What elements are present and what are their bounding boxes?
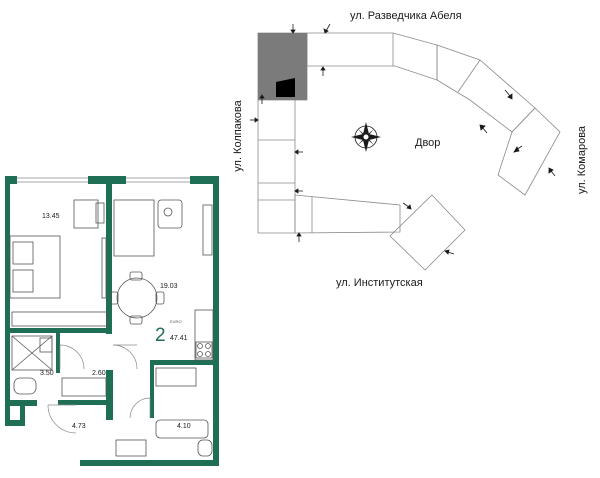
tv-stand [202, 204, 213, 256]
highlighted-unit [276, 78, 295, 97]
toilet [13, 377, 37, 395]
interior-walls [10, 184, 213, 420]
building-southeast-block [389, 194, 466, 271]
room-area-hall-small: 2.60 [92, 370, 106, 377]
building-northeast-wing [436, 44, 536, 133]
building-south-wing [294, 194, 401, 234]
bathtub [155, 419, 209, 439]
bed [9, 235, 61, 299]
yard-label: Двор [415, 137, 440, 149]
kitchen-counter [194, 309, 214, 361]
entrance-arrow-icon [259, 94, 265, 104]
entrance-arrow-icon [290, 24, 296, 34]
entrance-arrow-icon [320, 66, 326, 76]
room-area-hall: 4.73 [72, 423, 86, 430]
shower [11, 335, 53, 371]
building-north-wing [306, 32, 438, 81]
entrance-arrow-icon [504, 89, 513, 100]
stove [195, 341, 213, 359]
euro-label: EURO [170, 319, 182, 324]
entrance-arrow-icon [513, 145, 523, 153]
street-south-label: ул. Институтская [336, 277, 423, 289]
room-area-bedroom: 13.45 [42, 213, 60, 220]
entrance-arrow-icon [294, 188, 303, 194]
room-area-bathroom: 3.50 [40, 370, 54, 377]
room-labels: 13.45 19.03 3.50 2.60 4.73 4.10 [40, 213, 191, 430]
wardrobe [11, 311, 108, 327]
entrance-arrows [250, 23, 556, 255]
floor-plan: 13.45 19.03 3.50 2.60 4.73 4.10 EURO 2 4… [5, 176, 219, 466]
street-north-label: ул. Разведчика Абеля [350, 10, 462, 22]
entrance-arrow-icon [294, 149, 303, 155]
furniture [9, 199, 214, 457]
entrance-arrow-icon [444, 249, 455, 255]
entrance-arrow-icon [250, 117, 259, 123]
entrance-arrow-icon [479, 124, 488, 134]
sofa [113, 199, 155, 257]
entrance-arrow-icon [323, 23, 331, 34]
entrance-arrow-icon [296, 232, 302, 242]
street-east-label: ул. Комарова [576, 125, 588, 194]
dining-table [116, 277, 158, 319]
doors [47, 344, 151, 434]
total-area: 47.41 [170, 335, 188, 342]
compass-rose-icon [351, 122, 381, 152]
room-area-living: 19.03 [160, 283, 178, 290]
rooms-count: 2 [155, 325, 166, 346]
windows [17, 177, 190, 183]
exterior-walls [5, 176, 219, 466]
street-west-label: ул. Колпакова [232, 99, 244, 171]
entrance-arrow-icon [548, 167, 556, 177]
room-area-second-bath: 4.10 [177, 423, 191, 430]
building-east-wing [497, 107, 561, 196]
entrance-arrow-icon [402, 202, 412, 210]
